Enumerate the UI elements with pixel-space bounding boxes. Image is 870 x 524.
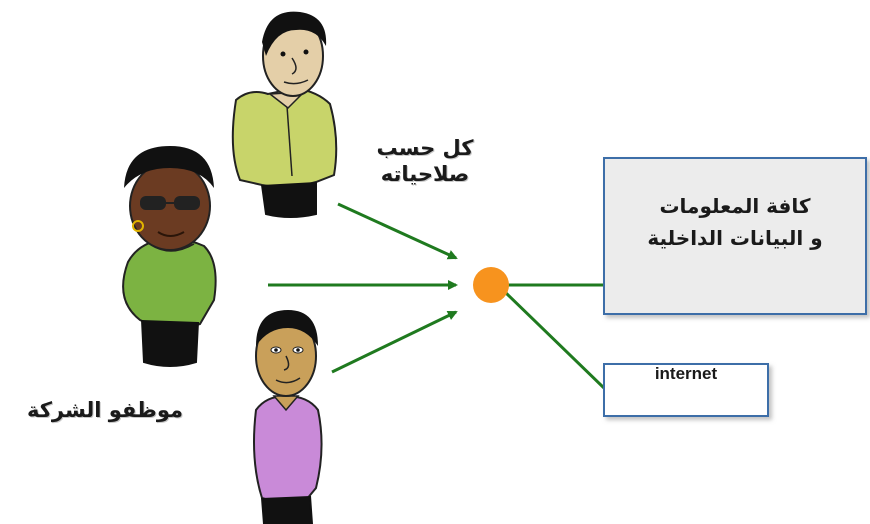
internal-data-line2: و البيانات الداخلية <box>647 226 823 250</box>
internal-data-box <box>603 157 867 315</box>
man-pink-shirt-icon <box>253 310 323 524</box>
arrow-from-bottom-person <box>331 310 458 374</box>
link-to-internet <box>503 290 606 390</box>
man-yellow-shirt-icon <box>231 11 338 218</box>
internal-data-label: كافة المعلومات و البيانات الداخلية <box>604 190 866 254</box>
internal-data-line1: كافة المعلومات <box>659 194 811 218</box>
internet-box <box>603 363 769 417</box>
internet-label: internet <box>654 364 718 383</box>
permissions-label-line2: صلاحياته <box>380 162 470 186</box>
network-hub-node <box>473 267 509 303</box>
permissions-label: كل حسب صلاحياته <box>350 135 500 187</box>
arrow-from-top-person <box>337 202 458 260</box>
employees-label: موظفو الشركة <box>26 398 183 422</box>
woman-green-shirt-icon <box>122 146 217 367</box>
permissions-label-line1: كل حسب <box>376 136 474 160</box>
